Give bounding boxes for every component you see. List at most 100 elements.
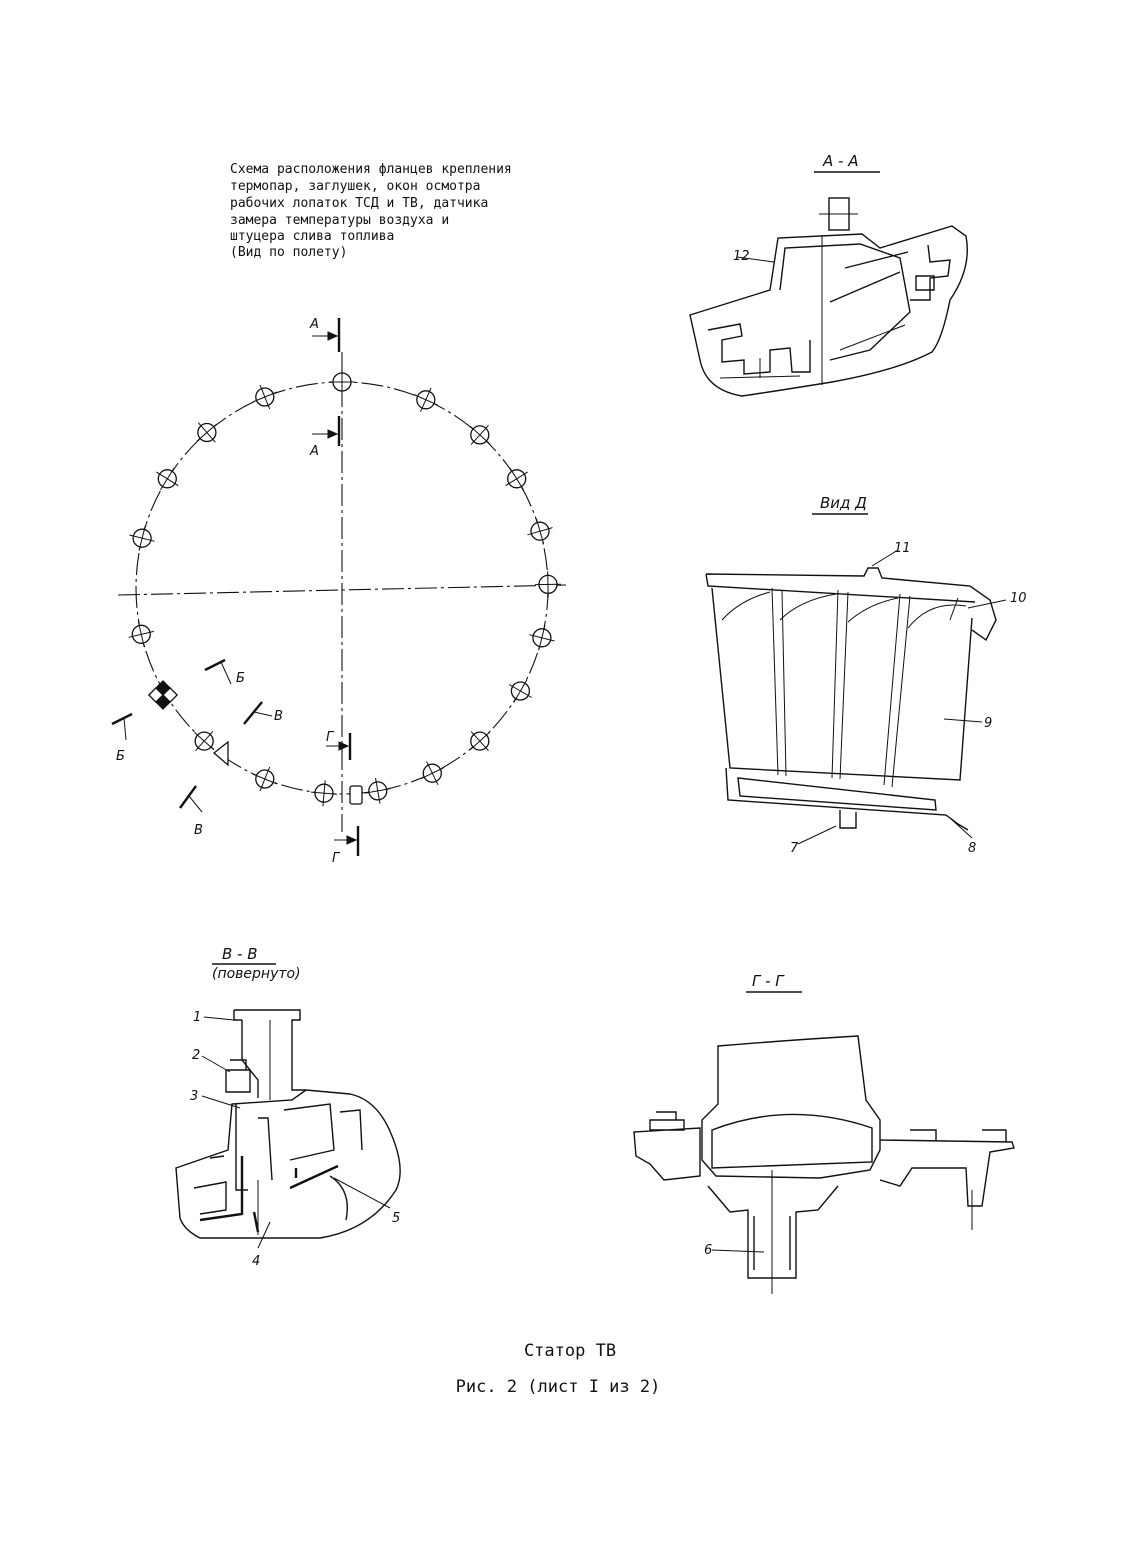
vv-callout-2: 2 bbox=[192, 1048, 200, 1063]
caption-figure: Рис. 2 (лист I из 2) bbox=[456, 1377, 661, 1397]
vv-inner-parts bbox=[193, 1103, 363, 1215]
flange-hole bbox=[329, 369, 355, 395]
section-g-upper-marker: Г bbox=[326, 730, 352, 760]
scheme-description: Схема расположения фланцев крепления тер… bbox=[230, 162, 512, 260]
flange-hole bbox=[194, 731, 215, 752]
flange-hole bbox=[469, 731, 490, 752]
section-a-bottom-label: А bbox=[309, 444, 319, 459]
section-b-upper-label: Б bbox=[236, 671, 245, 686]
d-outer-shroud bbox=[705, 567, 997, 642]
scheme-line-5: штуцера слива топлива bbox=[230, 229, 394, 244]
scheme-line-1: Схема расположения фланцев крепления bbox=[230, 162, 512, 177]
scheme-line-2: термопар, заглушек, окон осмотра bbox=[230, 179, 480, 194]
caption-title: Статор ТВ bbox=[524, 1341, 616, 1361]
section-v-lower-marker: В bbox=[179, 785, 203, 838]
section-b-lower-marker: Б bbox=[111, 712, 133, 764]
flange-hole bbox=[252, 384, 278, 410]
scheme-line-6: (Вид по полету) bbox=[230, 245, 347, 260]
flange-hole bbox=[534, 571, 562, 598]
d-callout-7: 7 bbox=[790, 841, 799, 856]
section-v-upper-marker: В bbox=[243, 701, 283, 725]
d-leader-8 bbox=[949, 817, 973, 839]
flange-hole bbox=[413, 387, 438, 412]
aa-right-flange bbox=[910, 244, 951, 301]
vv-leader-4 bbox=[257, 1221, 271, 1249]
vv-leader-3 bbox=[201, 1095, 241, 1109]
flange-hole bbox=[420, 761, 445, 786]
flange-hole bbox=[156, 467, 179, 491]
section-vv-subtitle: (повернуто) bbox=[212, 966, 301, 982]
aa-inner-cavity bbox=[779, 243, 911, 361]
section-g-lower-marker: Г bbox=[332, 826, 360, 866]
triangle-marker-icon bbox=[212, 740, 229, 767]
vv-nut bbox=[225, 1059, 251, 1093]
vv-seal-lines bbox=[199, 1156, 339, 1233]
section-b-lower-label: Б bbox=[116, 749, 125, 764]
section-v-upper-label: В bbox=[274, 709, 283, 724]
vv-callout-5: 5 bbox=[392, 1211, 400, 1226]
flange-hole bbox=[252, 766, 278, 792]
vv-right-arc bbox=[329, 1175, 348, 1221]
vv-leader-1 bbox=[203, 1016, 235, 1021]
vv-leader-2 bbox=[201, 1055, 231, 1073]
aa-callout-12: 12 bbox=[733, 249, 750, 264]
aa-left-flange bbox=[707, 323, 811, 375]
flange-hole bbox=[196, 422, 218, 443]
flange-hole bbox=[311, 780, 338, 807]
section-gg-title: Г - Г bbox=[752, 972, 785, 990]
vv-callout-4: 4 bbox=[252, 1254, 260, 1269]
d-leader-10 bbox=[967, 599, 1007, 609]
d-leader-11 bbox=[871, 549, 899, 567]
section-g-lower-label: Г bbox=[332, 851, 341, 866]
view-d: Вид Д 11 10 9 7 8 bbox=[705, 494, 1027, 856]
scheme-line-4: замера температуры воздуха и bbox=[230, 213, 449, 228]
gg-leader-6 bbox=[711, 1249, 765, 1253]
d-callout-8: 8 bbox=[968, 841, 976, 856]
section-b-upper-marker: Б bbox=[204, 658, 245, 686]
horizontal-centerline bbox=[117, 584, 567, 596]
flange-hole bbox=[508, 679, 532, 703]
vv-outer-body bbox=[175, 1089, 401, 1239]
vv-callout-3: 3 bbox=[190, 1089, 198, 1104]
d-inner-shroud bbox=[725, 767, 969, 831]
d-callout-11: 11 bbox=[894, 541, 911, 556]
flange-hole bbox=[129, 525, 155, 551]
gg-left-flange bbox=[633, 1111, 701, 1181]
flange-hole bbox=[505, 467, 528, 491]
section-g-upper-label: Г bbox=[326, 730, 335, 745]
square-marker-icon bbox=[349, 785, 363, 805]
scheme-line-3: рабочих лопаток ТСД и ТВ, датчика bbox=[230, 196, 488, 211]
gg-right-flange bbox=[879, 1129, 1015, 1207]
section-aa-view: А - А 12 bbox=[689, 152, 968, 397]
flange-hole bbox=[469, 424, 490, 445]
section-v-lower-label: В bbox=[194, 823, 203, 838]
flange-hole bbox=[527, 518, 553, 544]
section-aa-title: А - А bbox=[822, 152, 858, 170]
d-leader-9 bbox=[943, 718, 983, 723]
section-a-top-label: А bbox=[309, 317, 319, 332]
d-casing-body bbox=[711, 587, 973, 781]
d-leader-7 bbox=[797, 825, 837, 845]
gg-callout-6: 6 bbox=[704, 1243, 712, 1258]
gg-upper-body bbox=[701, 1035, 881, 1179]
flange-circle-scheme: А А Б Б В В bbox=[111, 317, 567, 866]
aa-lower-ribs bbox=[719, 324, 906, 379]
section-a-top-marker: А bbox=[309, 317, 341, 352]
d-vanes bbox=[721, 587, 967, 788]
section-vv-title: В - В bbox=[222, 945, 258, 963]
flange-holes bbox=[128, 369, 562, 807]
d-callout-10: 10 bbox=[1010, 591, 1027, 606]
view-d-title: Вид Д bbox=[820, 494, 867, 512]
checker-marker-icon bbox=[147, 680, 179, 710]
d-callout-9: 9 bbox=[984, 716, 992, 731]
section-a-bottom-marker: А bbox=[309, 416, 341, 459]
flange-hole bbox=[364, 778, 391, 804]
flange-hole bbox=[529, 625, 555, 651]
flange-hole bbox=[128, 621, 155, 648]
vv-callout-1: 1 bbox=[193, 1010, 201, 1025]
aa-outer-body bbox=[689, 225, 968, 397]
aa-leader-12 bbox=[736, 256, 775, 263]
vv-leader-5 bbox=[333, 1177, 391, 1209]
gg-lower-fitting bbox=[707, 1185, 839, 1279]
